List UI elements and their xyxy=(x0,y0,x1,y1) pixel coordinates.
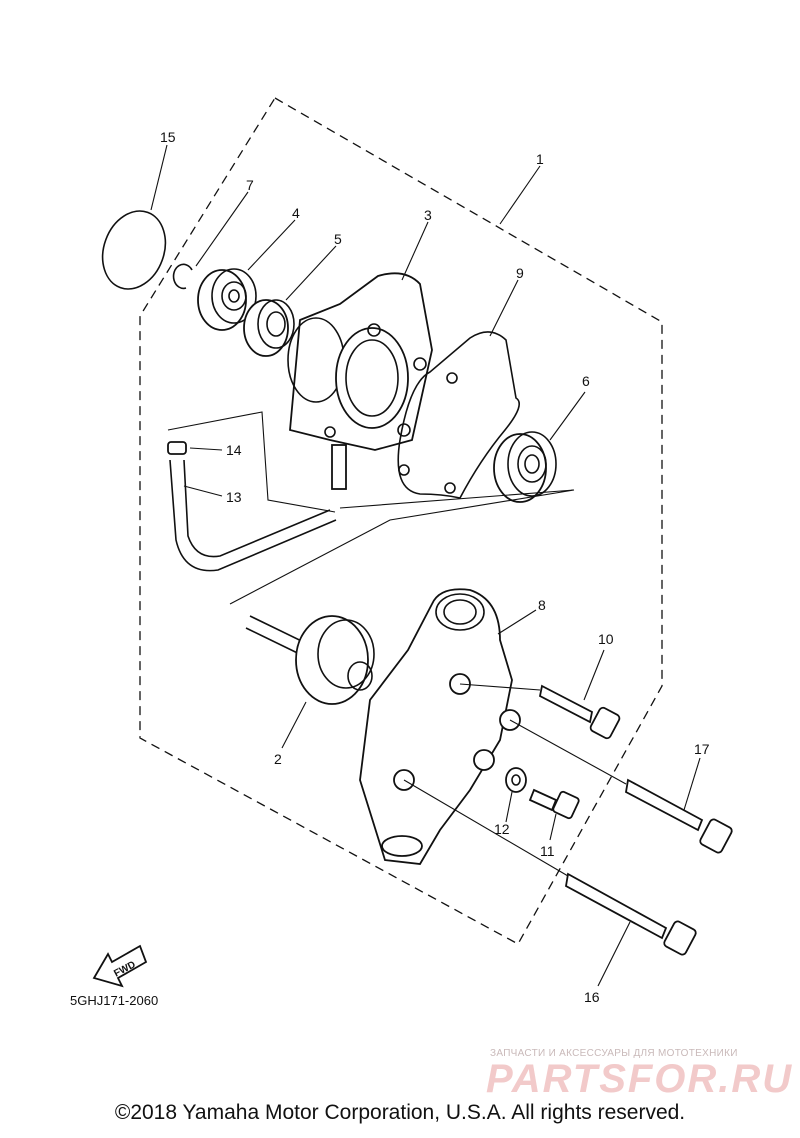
part-1-leader xyxy=(499,165,541,225)
part-15-o-ring xyxy=(101,144,168,290)
callout-8: 8 xyxy=(538,597,546,613)
part-6-bearing xyxy=(493,391,586,503)
fwd-arrow-icon: FWD xyxy=(92,944,148,988)
bolt-axis-10 xyxy=(459,683,541,691)
part-2-impeller xyxy=(245,615,375,749)
bolt-axis-17 xyxy=(509,719,627,785)
diagram-code: 5GHJ171-2060 xyxy=(70,993,158,1008)
callout-12: 12 xyxy=(494,821,510,837)
watermark-tagline: ЗАПЧАСТИ И АКСЕССУАРЫ ДЛЯ МОТОТЕХНИКИ xyxy=(490,1048,738,1059)
part-16-long-bolt xyxy=(565,872,697,987)
part-3-housing-cover xyxy=(287,221,433,490)
callout-16: 16 xyxy=(584,989,600,1005)
part-7-circlip xyxy=(172,191,249,290)
watermark-brand: PARTSFOR.RU xyxy=(486,1057,793,1101)
part-17-long-bolt xyxy=(625,757,733,854)
part-5-oil-seal xyxy=(243,245,337,357)
callout-2: 2 xyxy=(274,751,282,767)
lower-group-bracket xyxy=(229,489,575,605)
callout-15: 15 xyxy=(160,129,176,145)
part-8-pump-housing xyxy=(359,588,537,865)
callout-4: 4 xyxy=(292,205,300,221)
callout-17: 17 xyxy=(694,741,710,757)
callout-1: 1 xyxy=(536,151,544,167)
hose-group-bracket xyxy=(167,411,336,513)
callout-13: 13 xyxy=(226,489,242,505)
callout-6: 6 xyxy=(582,373,590,389)
part-10-bolt xyxy=(538,649,621,740)
callout-3: 3 xyxy=(424,207,432,223)
part-11-short-bolt xyxy=(528,788,580,841)
part-13-hose xyxy=(169,459,337,572)
part-9-gasket xyxy=(397,279,520,499)
callout-9: 9 xyxy=(516,265,524,281)
bolt-axis-16 xyxy=(403,779,569,877)
callout-7: 7 xyxy=(246,177,254,193)
copyright-notice: ©2018 Yamaha Motor Corporation, U.S.A. A… xyxy=(114,1101,686,1124)
part-14-clamp xyxy=(167,441,223,455)
callout-11: 11 xyxy=(540,843,555,859)
part-4-bearing xyxy=(197,219,296,331)
callout-14: 14 xyxy=(226,442,242,458)
callout-10: 10 xyxy=(598,631,614,647)
part-12-washer xyxy=(505,767,527,823)
callout-5: 5 xyxy=(334,231,342,247)
